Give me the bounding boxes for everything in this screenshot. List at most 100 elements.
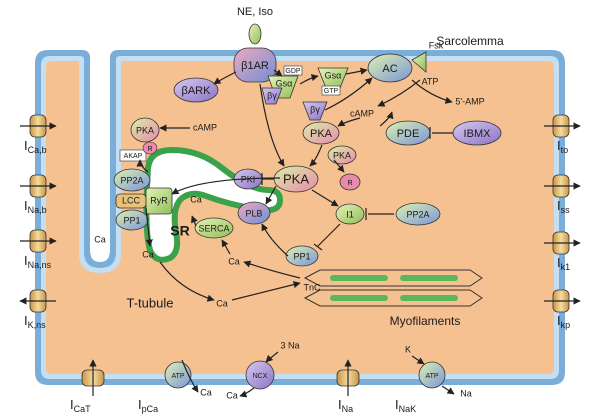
svg-text:Ca: Ca xyxy=(226,390,238,400)
myofilaments-label: Myofilaments xyxy=(390,314,461,328)
ca-release-label: Ca xyxy=(216,298,228,308)
b1ar-label: β1AR xyxy=(241,60,269,72)
serca-label: SERCA xyxy=(198,223,229,233)
pp1-left-node xyxy=(115,209,149,231)
svg-text:K: K xyxy=(405,344,411,354)
akap-tag xyxy=(119,149,147,162)
channel-i-cab: ICa,b xyxy=(20,114,57,155)
svg-text:ICaT: ICaT xyxy=(70,397,91,414)
agonist-ligand xyxy=(248,23,262,45)
b1ar-node xyxy=(233,47,277,83)
pathway-arrows xyxy=(136,67,453,302)
bark-node xyxy=(173,77,219,103)
svg-text:IK,ns: IK,ns xyxy=(24,313,46,330)
channel-i-ss: Iss xyxy=(544,174,581,215)
atp-ac-label: ATP xyxy=(422,76,439,86)
ryr-label: RyR xyxy=(150,195,168,205)
pp2a-right-node xyxy=(395,202,441,226)
channel-i-kns: IK,ns xyxy=(19,289,56,330)
pde-label: PDE xyxy=(397,128,420,140)
channel-i-nans: INa,ns xyxy=(20,229,57,270)
transporter-nak: ATP K Na INaK xyxy=(395,344,472,414)
by2-node xyxy=(302,101,328,121)
pp2a-left-node xyxy=(113,168,151,192)
svg-text:Ikp: Ikp xyxy=(557,313,570,330)
svg-text:INaK: INaK xyxy=(395,397,416,414)
by1-node xyxy=(261,87,283,105)
gdp-label: GDP xyxy=(285,68,301,75)
akap-label: AKAP xyxy=(124,153,143,160)
plb-node xyxy=(237,201,271,225)
r-center-label: R xyxy=(347,180,352,187)
channel-i-k1: Ik1 xyxy=(544,231,581,272)
svg-text:INa,b: INa,b xyxy=(24,198,47,215)
camp-pka1-label: cAMP xyxy=(193,122,217,132)
pka-center-node xyxy=(327,145,357,165)
sr-label: SR xyxy=(170,223,189,239)
by2-label: βγ xyxy=(310,104,320,114)
svg-text:ATP: ATP xyxy=(171,373,184,380)
ttubule-label: T-tubule xyxy=(127,295,174,310)
channel-i-nab: INa,b xyxy=(20,174,57,215)
lcc-label: LCC xyxy=(122,195,141,205)
pp1-center-node xyxy=(285,245,319,267)
svg-text:Ca: Ca xyxy=(200,387,212,397)
pp1-left-label: PP1 xyxy=(123,215,140,225)
ca-ttub-label: Ca xyxy=(94,234,106,244)
sarcolemma-label: Sarcolemma xyxy=(436,34,504,48)
svg-text:ICa,b: ICa,b xyxy=(24,138,47,155)
pp2a-right-label: PP2A xyxy=(406,209,429,219)
fsk-label: Fsk xyxy=(429,40,444,50)
svg-text:INa: INa xyxy=(338,397,353,414)
r-left-node xyxy=(142,141,158,155)
svg-text:NCX: NCX xyxy=(253,373,268,380)
sarcoplasmic-reticulum xyxy=(143,146,284,263)
channel-i-to: Ito xyxy=(544,114,581,155)
channel-i-na: INa xyxy=(336,359,360,414)
svg-text:3 Na: 3 Na xyxy=(280,340,299,350)
i1-node xyxy=(335,203,365,225)
tnc-label: TnC xyxy=(303,282,321,292)
channel-i-kp: Ikp xyxy=(544,289,581,330)
cell-membrane xyxy=(35,50,565,385)
by1-label: βγ xyxy=(267,90,277,100)
plb-label: PLB xyxy=(245,208,262,218)
pp2a-left-label: PP2A xyxy=(120,175,143,185)
t-tubule-lumen xyxy=(94,58,106,259)
r-center-node xyxy=(339,173,361,191)
ca-serca-label: Ca xyxy=(228,256,240,266)
myofilaments xyxy=(303,269,483,307)
pka-left-label: PKA xyxy=(136,125,154,135)
ca-sr-label: Ca xyxy=(190,194,202,204)
svg-text:INa,ns: INa,ns xyxy=(24,253,52,270)
svg-text:Ik1: Ik1 xyxy=(557,255,570,272)
transporter-ncx: NCX 3 Na Ca xyxy=(226,340,299,400)
ibmx-label: IBMX xyxy=(464,128,492,140)
amp5-label: 5'-AMP xyxy=(455,96,484,106)
pka-top-label: PKA xyxy=(310,128,333,140)
gtp-tag xyxy=(321,85,341,96)
pp1-center-label: PP1 xyxy=(293,251,310,261)
serca-node xyxy=(194,217,234,239)
gdp-tag xyxy=(283,65,303,76)
svg-text:Ito: Ito xyxy=(557,138,568,155)
svg-text:IpCa: IpCa xyxy=(138,397,158,414)
ne-iso-label: NE, Iso xyxy=(237,6,273,18)
camp-ac-label: cAMP xyxy=(350,108,374,118)
ac-node xyxy=(367,53,413,83)
pka-main-label: PKA xyxy=(283,171,309,186)
ca-lcc-label: Ca xyxy=(142,249,154,259)
gsa-gdp-label: Gsα xyxy=(276,78,293,88)
channel-i-cat: ICaT xyxy=(70,359,105,414)
transporter-i-pca: ATP Ca IpCa xyxy=(138,359,212,414)
pka-top-node xyxy=(302,121,340,145)
svg-text:ATP: ATP xyxy=(425,373,438,380)
ryr-node xyxy=(145,187,173,215)
gtp-label: GTP xyxy=(324,88,339,95)
pki-label: PKI xyxy=(241,174,256,184)
bark-label: βARK xyxy=(182,85,212,97)
svg-text:Iss: Iss xyxy=(557,198,570,215)
svg-text:Na: Na xyxy=(460,388,472,398)
pka-center-label: PKA xyxy=(333,150,351,160)
